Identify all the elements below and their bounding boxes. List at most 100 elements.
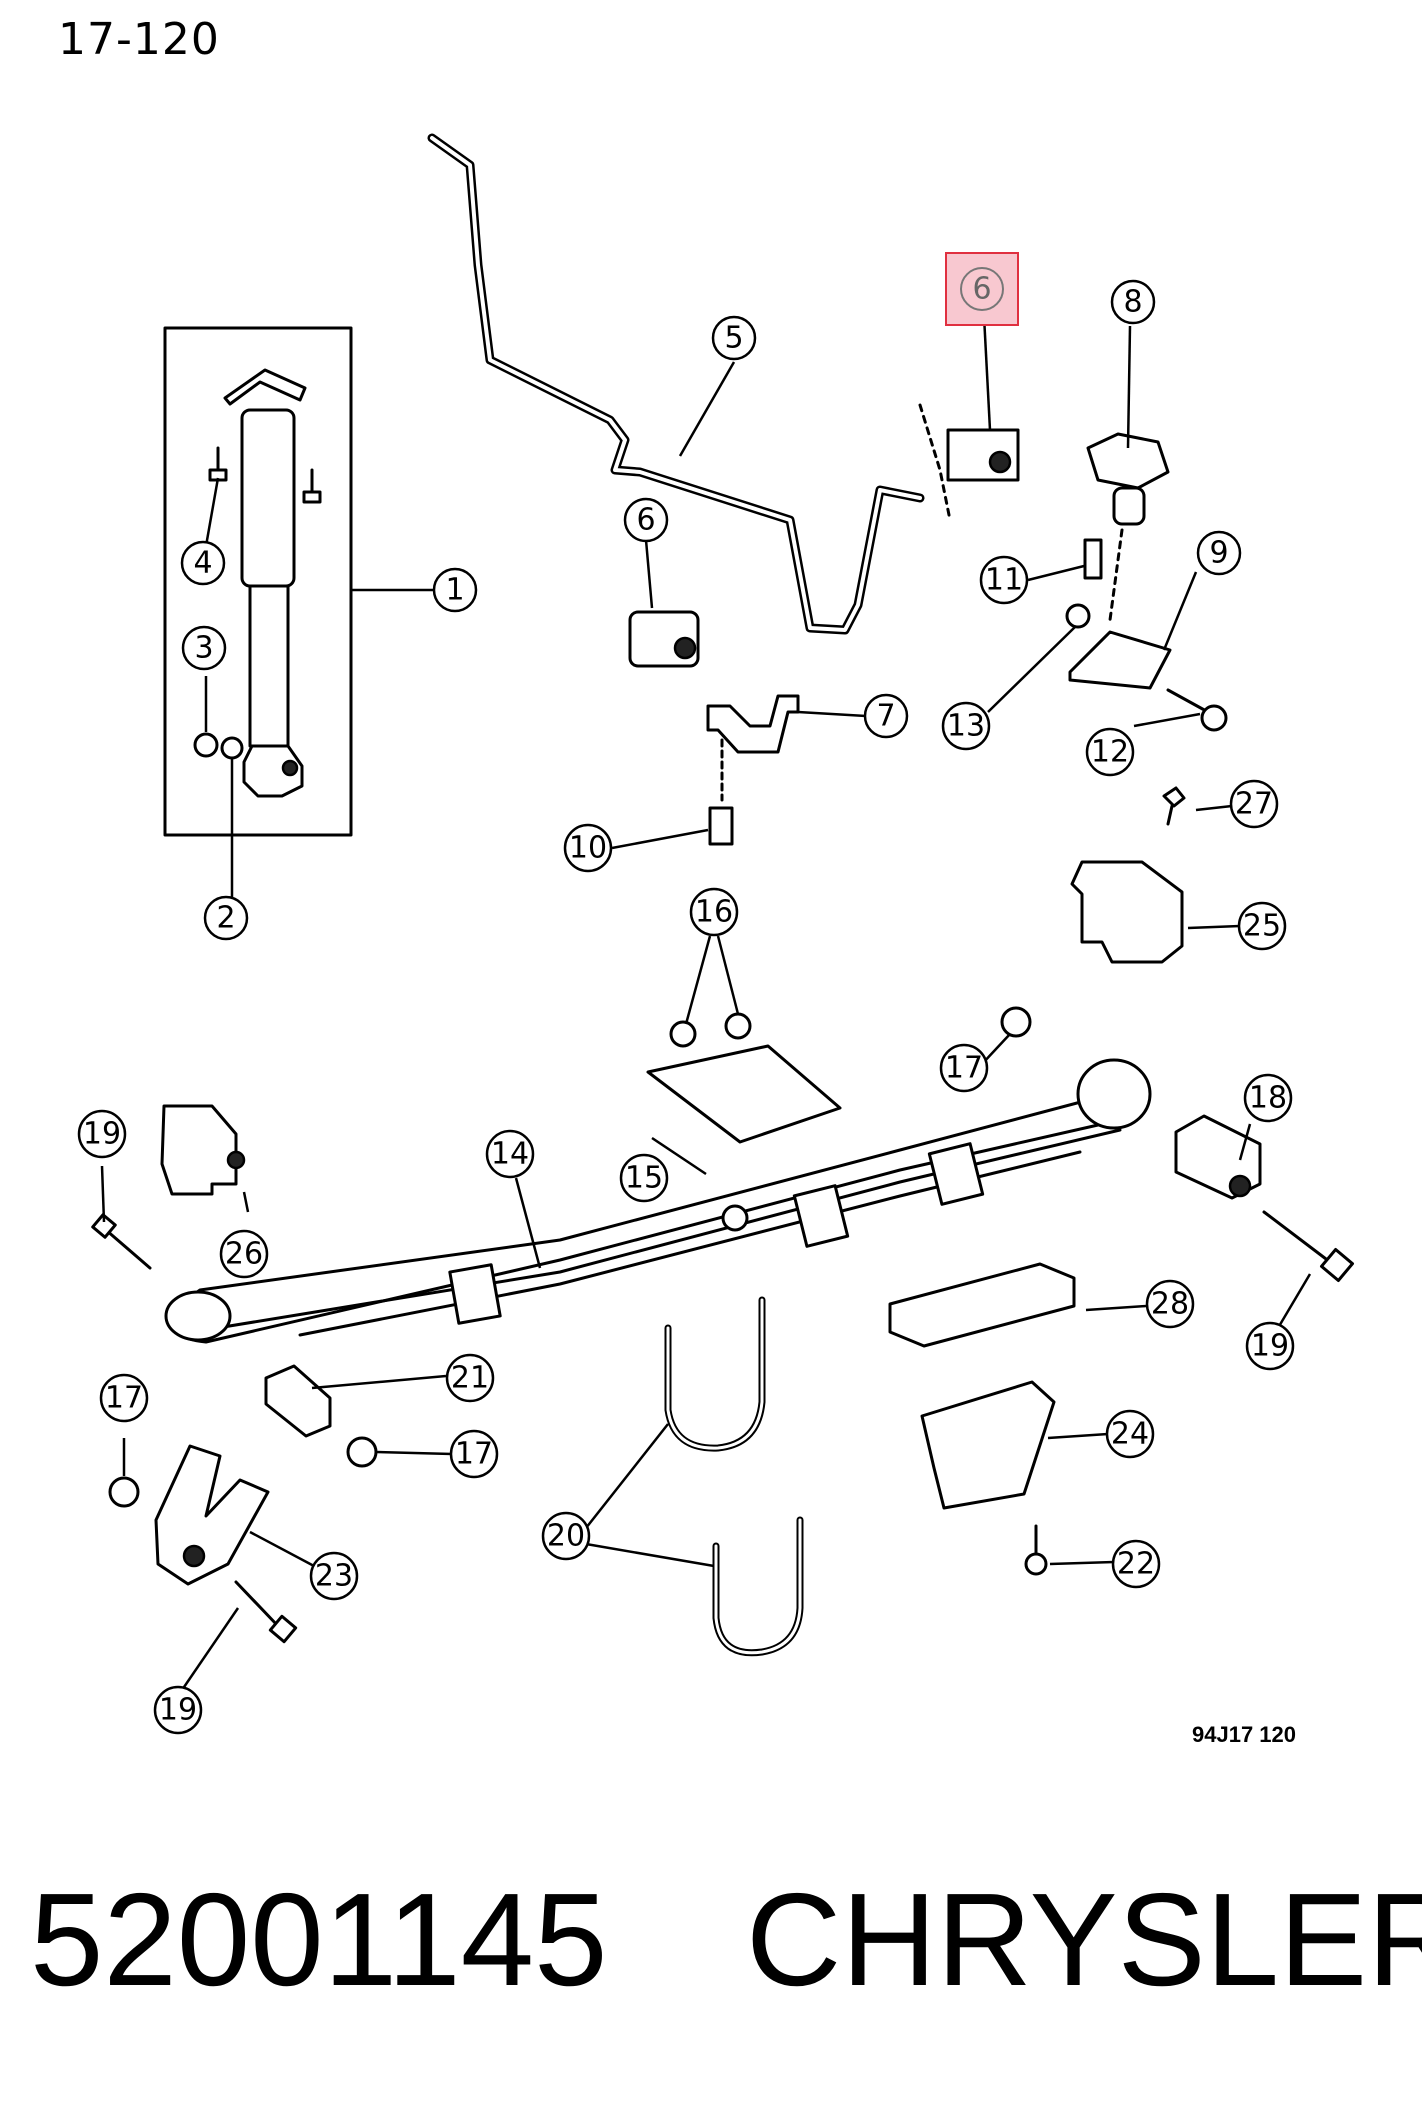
svg-text:20: 20	[547, 1519, 585, 1554]
u-bolt-nut-a	[669, 1020, 697, 1048]
callout-5: 5	[711, 315, 757, 361]
svg-text:1: 1	[445, 573, 464, 608]
callout-2: 2	[203, 895, 249, 941]
shock-washer	[220, 736, 244, 760]
callout-18: 18	[1243, 1073, 1293, 1123]
callout-1: 1	[432, 567, 478, 613]
spring-clip	[1162, 786, 1186, 826]
callout-16: 16	[689, 887, 739, 937]
svg-text:28: 28	[1151, 1287, 1189, 1322]
rear-shackle	[154, 1444, 270, 1586]
svg-text:10: 10	[569, 831, 607, 866]
callout-21: 21	[445, 1353, 495, 1403]
callout-19-lower: 19	[153, 1685, 203, 1735]
callout-24: 24	[1105, 1409, 1155, 1459]
shackle-bracket-hole	[226, 1150, 246, 1170]
link-bolt	[1083, 538, 1103, 580]
bushing-bore	[1228, 1174, 1252, 1198]
hanger-bolt	[234, 1580, 298, 1644]
svg-text:3: 3	[194, 631, 213, 666]
shackle-nut-lower	[108, 1476, 140, 1508]
stabilizer-link-bracket	[1086, 432, 1170, 622]
svg-text:5: 5	[724, 321, 743, 356]
callout-20: 20	[541, 1511, 591, 1561]
spring-plate	[646, 1044, 842, 1144]
callout-28: 28	[1145, 1279, 1195, 1329]
shackle-bolt-right	[1262, 1210, 1354, 1282]
spring-shackle-bracket	[160, 1104, 238, 1196]
svg-text:7: 7	[876, 699, 895, 734]
svg-text:9: 9	[1209, 536, 1228, 571]
callout-7: 7	[863, 693, 909, 739]
shock-bolt-upper	[208, 446, 322, 504]
spring-seat-bracket	[920, 1380, 1056, 1510]
page-reference: 17-120	[58, 14, 220, 65]
shackle-bolt-left	[91, 1213, 152, 1270]
stabilizer-bushing-upper	[918, 403, 1020, 522]
drawing-code: 94J17 120	[1192, 1722, 1296, 1747]
svg-text:4: 4	[193, 546, 212, 581]
svg-text:17: 17	[455, 1437, 493, 1472]
u-bolt-lower	[712, 1516, 804, 1657]
rear-shackle-pin	[182, 1544, 206, 1568]
svg-text:19: 19	[83, 1117, 121, 1152]
leaf-spring	[164, 1058, 1152, 1344]
callout-3: 3	[181, 625, 227, 671]
svg-text:8: 8	[1123, 285, 1142, 320]
svg-text:17: 17	[105, 1381, 143, 1416]
callout-17-middle: 17	[449, 1429, 499, 1479]
svg-text:12: 12	[1091, 735, 1129, 770]
svg-text:26: 26	[225, 1237, 263, 1272]
retainer-bolt	[708, 806, 734, 846]
callout-19-left: 19	[77, 1109, 127, 1159]
svg-text:18: 18	[1249, 1081, 1287, 1116]
spring-spacer	[888, 1262, 1076, 1348]
part-number: 52001145	[30, 1866, 608, 2013]
svg-text:25: 25	[1243, 909, 1281, 944]
seat-bolt	[1024, 1524, 1048, 1576]
callout-6-highlight: 6	[960, 267, 1004, 311]
link-nut	[1065, 603, 1091, 629]
u-bolt-nut-b	[724, 1012, 752, 1040]
svg-text:13: 13	[947, 709, 985, 744]
callout-27: 27	[1229, 779, 1279, 829]
brand-name: CHRYSLER	[746, 1866, 1422, 2013]
svg-text:24: 24	[1111, 1417, 1149, 1452]
callout-22: 22	[1111, 1539, 1161, 1589]
callout-17-lower: 17	[99, 1373, 149, 1423]
svg-text:23: 23	[315, 1559, 353, 1594]
u-bolt-upper	[664, 1296, 766, 1452]
shock-absorber	[223, 368, 307, 798]
svg-text:6: 6	[972, 272, 991, 307]
callout-6: 6	[623, 497, 669, 543]
callout-8: 8	[1110, 279, 1156, 325]
svg-text:2: 2	[216, 901, 235, 936]
leader-lines	[100, 315, 1312, 1691]
stabilizer-bushing-lower	[628, 610, 700, 668]
svg-text:17: 17	[945, 1051, 983, 1086]
shock-nut	[193, 732, 219, 758]
callout-25: 25	[1237, 901, 1287, 951]
callout-4: 4	[180, 540, 226, 586]
svg-text:19: 19	[1251, 1329, 1289, 1364]
callout-19-right: 19	[1245, 1321, 1295, 1371]
bracket-bolt	[1166, 688, 1228, 732]
svg-text:6: 6	[636, 503, 655, 538]
callout-10: 10	[563, 823, 613, 873]
svg-text:21: 21	[451, 1361, 489, 1396]
shackle-nut-upper	[1000, 1006, 1032, 1038]
part-footer: 52001145 CHRYSLER	[30, 1865, 1422, 2015]
svg-text:19: 19	[159, 1693, 197, 1728]
frame-bracket	[1068, 630, 1172, 690]
callout-12: 12	[1085, 727, 1135, 777]
callout-17-upper: 17	[939, 1043, 989, 1093]
callout-23: 23	[309, 1551, 359, 1601]
svg-text:22: 22	[1117, 1547, 1155, 1582]
svg-text:15: 15	[625, 1161, 663, 1196]
shackle-bushing	[264, 1364, 332, 1438]
shackle-frame-bracket	[1070, 860, 1184, 964]
svg-text:11: 11	[985, 563, 1023, 598]
callout-13: 13	[941, 701, 991, 751]
callout-14: 14	[485, 1129, 535, 1179]
svg-text:16: 16	[695, 895, 733, 930]
